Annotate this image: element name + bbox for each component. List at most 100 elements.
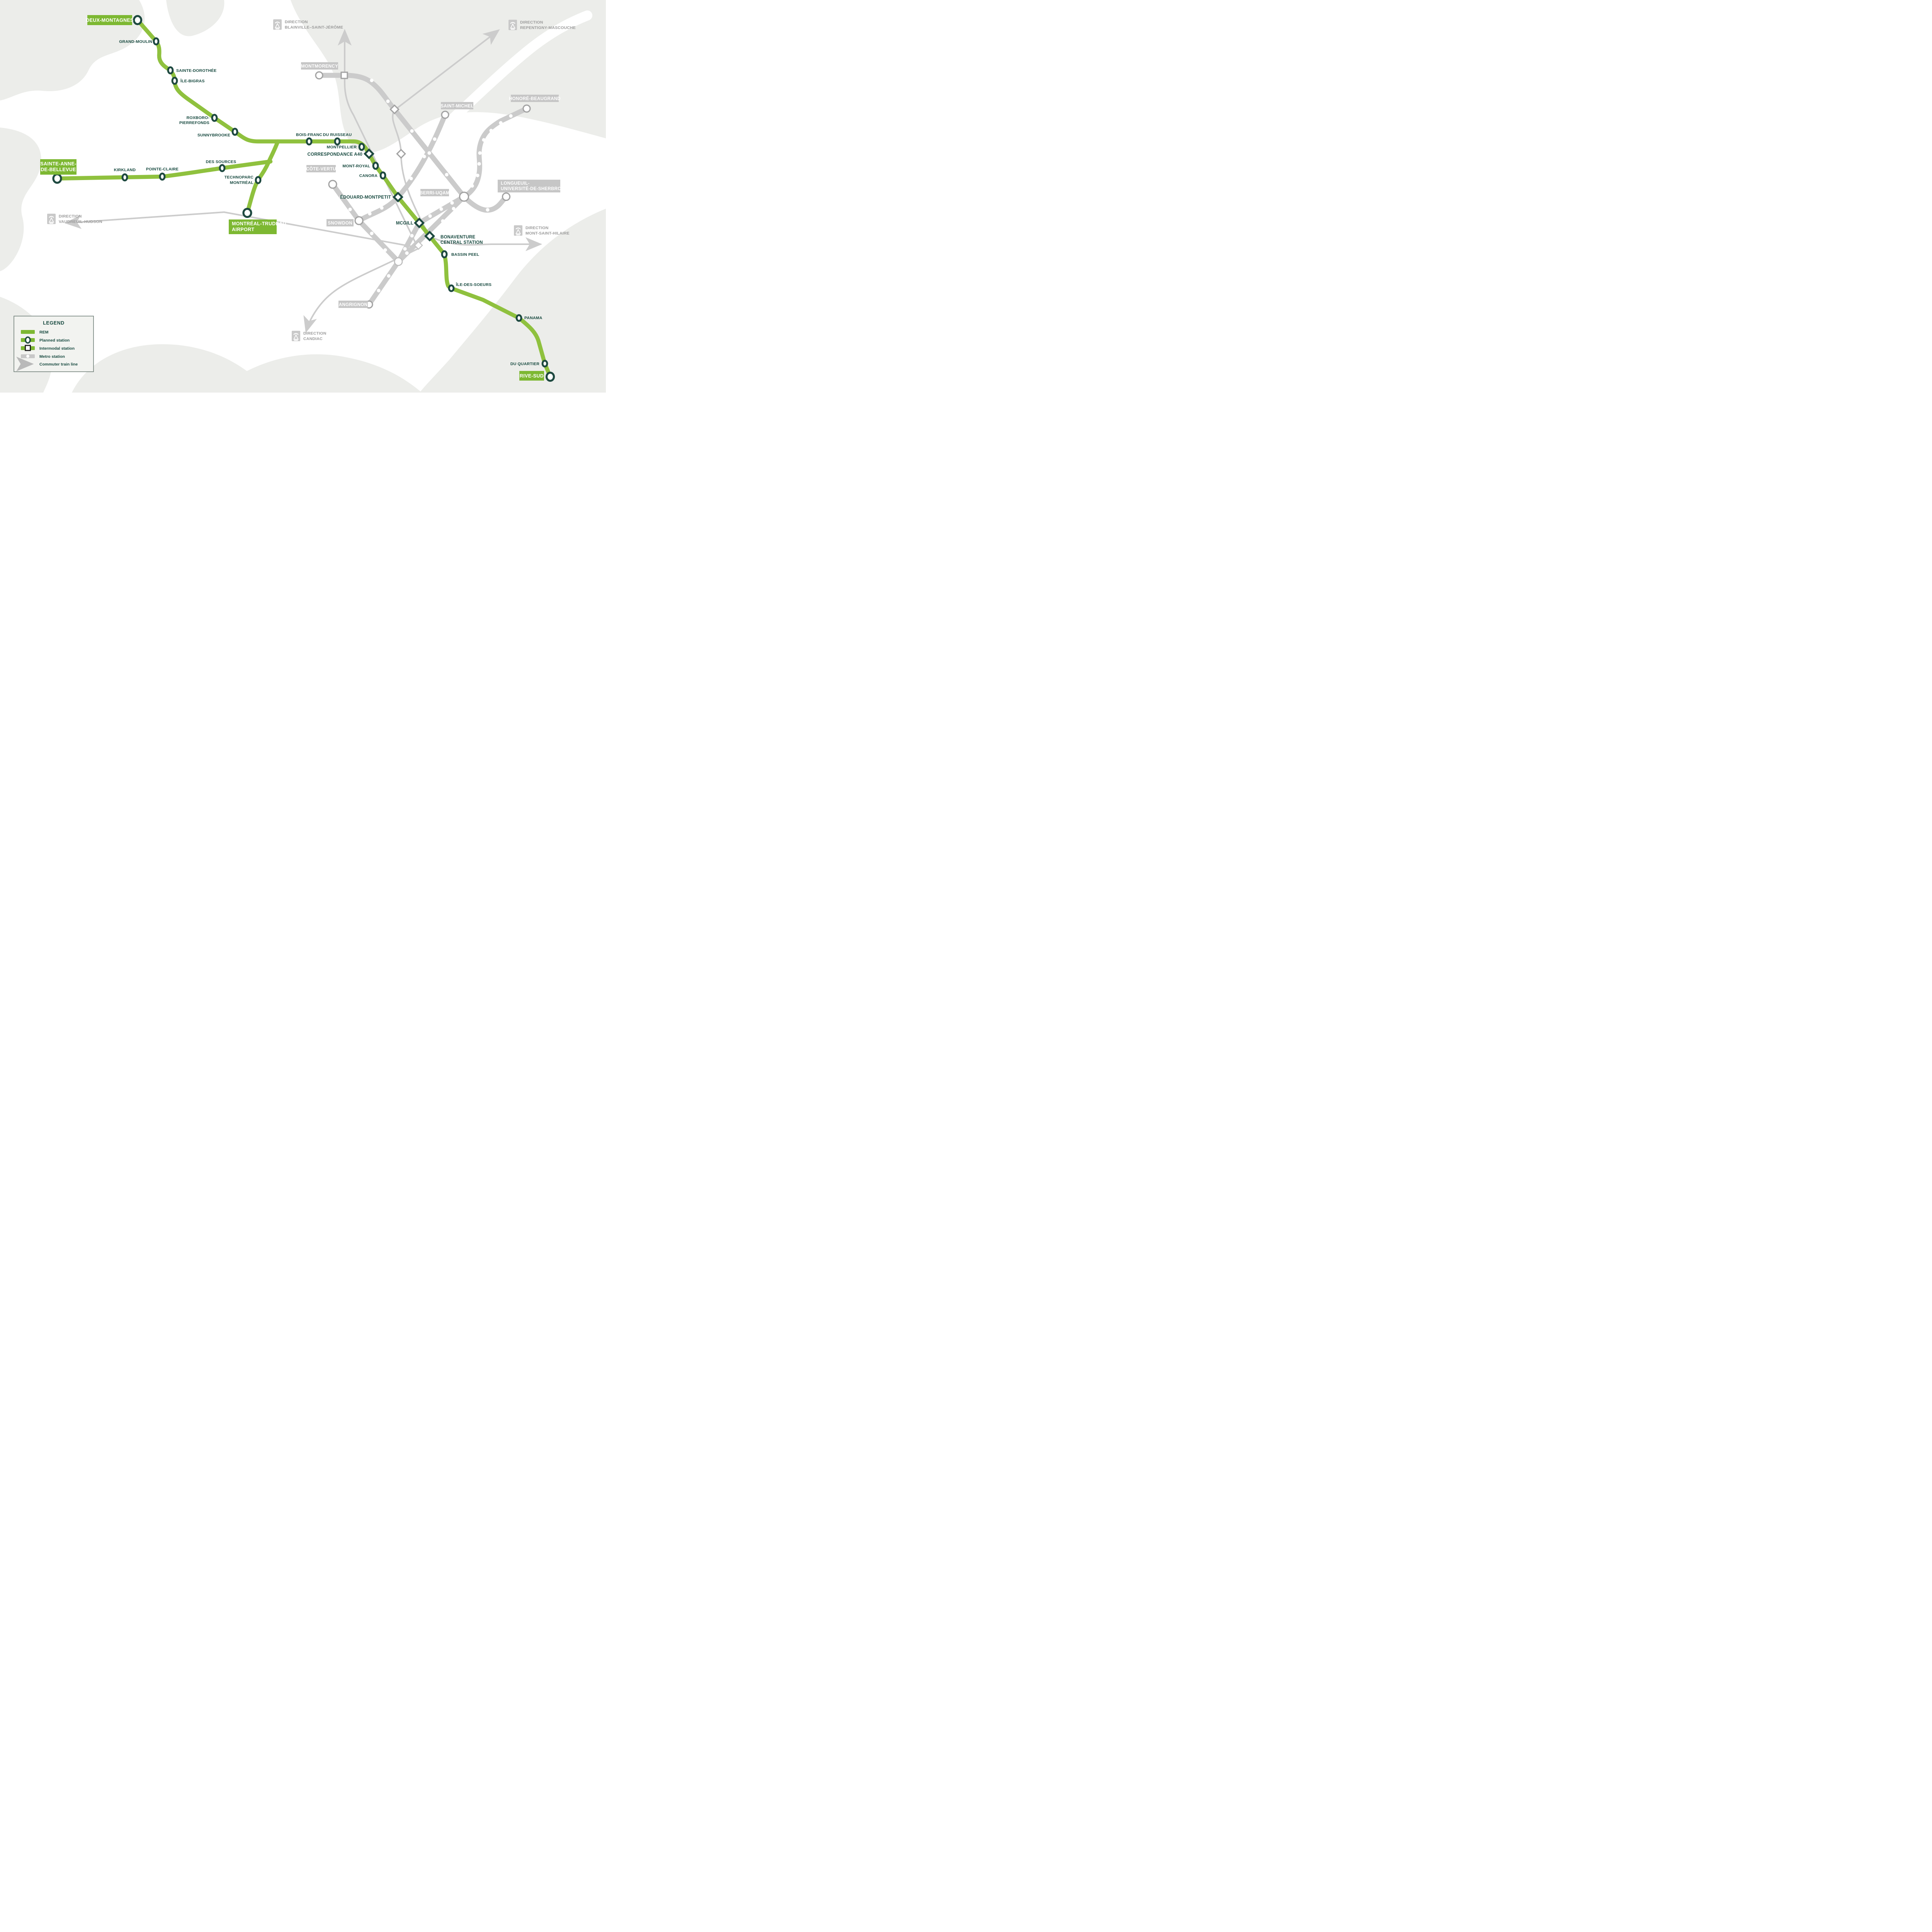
correspondance-a40-diamond (363, 148, 375, 160)
longueuil-terminus-circle (502, 192, 511, 201)
metro-dot (348, 207, 352, 211)
berri-uqam-label: BERRI-UQAM (420, 191, 450, 196)
legend-intermodal-label: Intermodal station (39, 346, 75, 351)
du-ruisseau-label: DU RUISSEAU (323, 133, 352, 137)
rive-sud-box (519, 371, 544, 381)
honore-beaugrand-box (511, 95, 559, 102)
angrignon-label: ANGRIGNON (339, 303, 367, 307)
longueuil-label-line2: UNIVERSITÉ-DE-SHERBROOKE (501, 186, 571, 191)
sainte-anne-label-line1: SAINTE-ANNE- (40, 161, 76, 167)
direction-mont-saint-hilaire-line2: MONT-SAINT-HILAIRE (526, 231, 570, 236)
rem-stations-layer (52, 15, 555, 382)
mcgill-label: MCGILL (396, 221, 413, 226)
ile-bigras-station (171, 77, 178, 85)
metro-dot (427, 151, 431, 155)
rem-network-map: MONTMORENCY SAINT-MICHEL HONORÉ-BEAUGRAN… (0, 0, 606, 393)
metro-dot (428, 214, 432, 218)
panama-station (515, 314, 522, 322)
legend-title: LEGEND (43, 320, 65, 326)
sunnybrooke-station (231, 128, 238, 136)
landmass-south-shore (420, 209, 606, 393)
intermodal-diamond-sauve (389, 104, 400, 114)
bois-franc-station (306, 137, 313, 146)
metro-dot (478, 151, 482, 155)
rem-sainte-anne-branch (55, 159, 273, 181)
sunnybrooke-label: SUNNYBROOKE (197, 133, 230, 138)
panama-label: PANAMA (524, 316, 543, 320)
legend-intermodal-station-icon (25, 345, 31, 351)
bois-franc-label: BOIS-FRANC (296, 133, 322, 137)
metro-dot (486, 208, 490, 212)
technoparc-label-line2: MONTRÉAL (230, 180, 253, 185)
lionel-groulx-transfer-circle (394, 257, 403, 266)
direction-repentigny-line1: DIRECTION (520, 20, 543, 25)
honore-beaugrand-label: HONORÉ-BEAUGRAND (509, 96, 561, 101)
edouard-montpetit-diamond (392, 191, 404, 203)
commuter-line-candiac (303, 247, 420, 333)
technoparc-station (255, 176, 262, 184)
roxboro-label-line1: ROXBORO- (187, 116, 210, 120)
deux-montagnes-terminus (133, 15, 143, 26)
airport-label-line1: MONTRÉAL-TRUDEAU (232, 221, 286, 226)
montmorency-box (301, 62, 338, 70)
landmass-north-small (166, 0, 224, 36)
snowdon-label: SNOWDON (328, 221, 352, 226)
saint-michel-label: SAINT-MICHEL (440, 104, 473, 109)
correspondance-a40-label: CORRESPONDANCE A40 (308, 152, 362, 157)
canora-label: CANORA (359, 173, 378, 178)
metro-dot (370, 78, 374, 82)
metro-dot (340, 195, 344, 199)
bonaventure-label-line2: CENTRAL STATION (440, 240, 483, 245)
kirkland-label: KIRKLAND (114, 168, 136, 172)
metro-blue-line (356, 112, 448, 223)
commuter-line-blainville (338, 29, 416, 243)
bassin-peel-label: BASSIN PEEL (451, 252, 480, 257)
technoparc-label-line1: TECHNOPARC (224, 175, 254, 180)
montpellier-label: MONTPELLIER (327, 145, 357, 150)
metro-dot (470, 184, 474, 188)
landmass-south-center-2 (215, 354, 422, 393)
train-icon (509, 20, 517, 30)
grand-moulin-station (153, 37, 160, 46)
metro-dot (370, 231, 374, 235)
landmass-south-center-1 (72, 344, 270, 393)
legend-rem-label: REM (39, 330, 49, 335)
sainte-anne-terminus (52, 173, 62, 184)
train-icon (514, 225, 522, 236)
metro-dot (405, 251, 409, 255)
honore-beaugrand-terminus-circle (522, 104, 531, 113)
bonaventure-central-diamond (424, 230, 435, 242)
pointe-claire-label: POINTE-CLAIRE (146, 167, 179, 172)
deux-montagnes-box (87, 15, 132, 25)
legend: LEGEND REM Planned station Intermodal st… (14, 316, 94, 372)
montmorency-label: MONTMORENCY (301, 64, 338, 69)
direction-vaudreuil-line2: VAUDREUIL-HUDSON (59, 219, 102, 224)
cote-vertu-terminus-circle (328, 180, 337, 189)
metro-dot (368, 212, 372, 216)
direction-candiac-line1: DIRECTION (303, 331, 327, 336)
rem-airport-branch (245, 139, 280, 215)
direction-blainville: DIRECTION BLAINVILLE–SAINT-JÉRÔME (273, 19, 343, 30)
legend-planned-station-icon (25, 336, 31, 344)
longueuil-label-line1: LONGUEUIL- (501, 181, 530, 186)
train-icon (292, 331, 300, 341)
legend-metro-label: Metro station (39, 354, 65, 359)
rive-sud-terminus (545, 371, 555, 382)
metro-dot (441, 219, 445, 223)
cote-vertu-label: CÔTE-VERTU (306, 167, 336, 172)
bonaventure-label-line1: BONAVENTURE (440, 235, 475, 240)
metro-dot (410, 129, 414, 133)
landmass-west (0, 128, 41, 271)
commuter-line-mont-saint-hilaire (431, 236, 543, 251)
direction-candiac: DIRECTION CANDIAC (292, 331, 327, 341)
du-quartier-station (541, 360, 548, 367)
sainte-dorothee-station (167, 66, 174, 75)
mont-royal-label: MONT-ROYAL (342, 164, 370, 168)
sainte-anne-label-line2: DE-BELLEVUE (41, 167, 76, 172)
canora-station (379, 171, 386, 180)
metro-station-dots (340, 78, 513, 293)
saint-michel-terminus-circle (441, 111, 449, 119)
pointe-claire-station (159, 172, 166, 181)
legend-metro-station-icon (26, 355, 29, 358)
metro-yellow-line (461, 194, 509, 213)
